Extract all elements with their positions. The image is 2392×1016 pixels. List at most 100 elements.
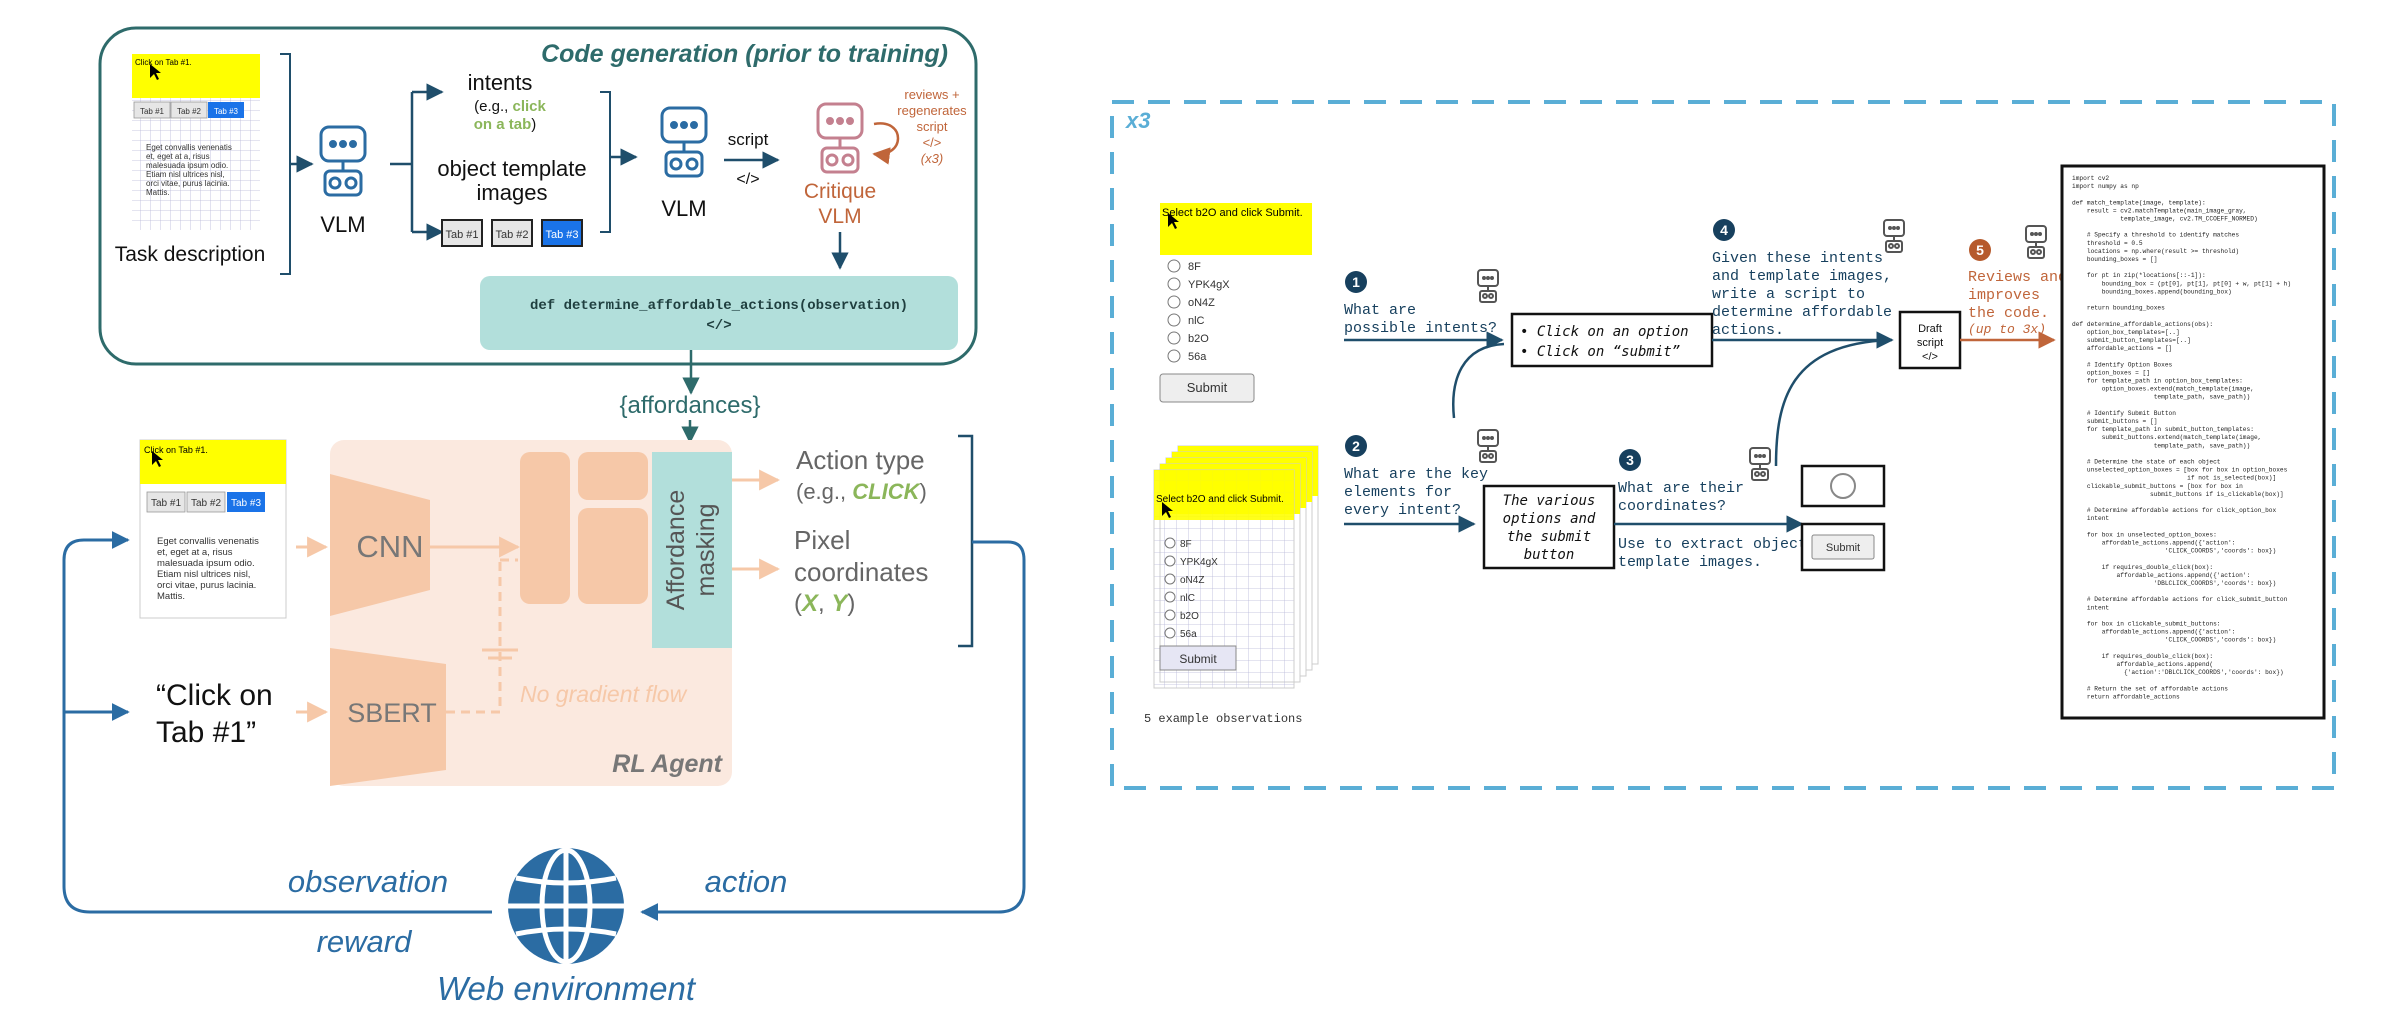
step-2-line-3: every intent? — [1344, 502, 1461, 519]
globe-icon — [508, 847, 624, 965]
code-line: affordable_actions.append({'action': — [2072, 629, 2235, 636]
step-4-line-5: actions. — [1712, 322, 1784, 339]
code-line: if requires_double_click(box): — [2072, 564, 2213, 571]
step-3-line-3: Use to extract object — [1618, 536, 1807, 553]
code-line: template_path, save_path)) — [2072, 442, 2250, 449]
top-option-4: nlC — [1188, 315, 1205, 327]
step-5-line-4: (up to 3x) — [1968, 322, 2046, 337]
step2-up-curve — [1452, 342, 1505, 419]
stack-task-label: Select b2O and click Submit. — [1156, 494, 1284, 505]
top-submit-label: Submit — [1187, 380, 1228, 395]
template-tab-2-label: Tab #2 — [495, 229, 528, 241]
code-line: # Specify a threshold to identify matche… — [2072, 232, 2239, 239]
obs-lorem-6: Mattis. — [157, 591, 185, 602]
step-1-number: 1 — [1352, 274, 1360, 290]
code-line: # Identify Submit Button — [2072, 410, 2176, 417]
top-option-6: 56a — [1188, 351, 1207, 363]
obs-lorem-5: orci vitae, purus lacinia. — [157, 580, 256, 591]
code-line: option_box_templates=[..] — [2072, 329, 2180, 336]
code-line: template_path, save_path)) — [2072, 394, 2250, 401]
step3-up-curve — [1774, 338, 1891, 467]
step-1-badge — [1345, 271, 1367, 293]
coordinates-label: coordinates — [794, 557, 928, 587]
reviews-line-1: reviews + — [904, 87, 959, 102]
task-lorem-4: Etiam nisl ultrices nisl, — [146, 170, 225, 179]
obs-tab-1: Tab #1 — [151, 498, 181, 509]
task-lorem-2: et, eget at a, risus — [146, 152, 210, 161]
script-label: script — [728, 130, 769, 149]
code-line: # Return the set of affordable actions — [2072, 685, 2228, 692]
step-1-robot-icon — [1477, 269, 1499, 303]
task-click-label: Click on Tab #1. — [135, 58, 192, 67]
task-tab-3: Tab #3 — [214, 107, 239, 116]
instruction-line-2: Tab #1” — [156, 716, 256, 749]
elements-line-3: the submit — [1507, 529, 1591, 545]
step-3-number: 3 — [1626, 452, 1634, 468]
elements-line-4: button — [1524, 547, 1575, 563]
code-line: result = cv2.matchTemplate(main_image_gr… — [2072, 207, 2247, 214]
code-line: 'DBLCLICK_COORDS','coords': box}) — [2072, 580, 2276, 587]
intent-a: • Click on an option — [1520, 324, 1689, 340]
network-block-1 — [520, 452, 570, 604]
template-radio-icon — [1830, 473, 1856, 499]
reviews-line-4: </> — [923, 135, 942, 150]
task-tab-2: Tab #2 — [177, 107, 202, 116]
intents-example-1: (e.g., click — [474, 98, 546, 115]
step-1-line-1: What are — [1344, 302, 1416, 319]
code-line: unselected_option_boxes = [box for box i… — [2072, 467, 2288, 474]
sbert-to-network-path — [446, 560, 502, 714]
code-line: {'action':'DBLCLICK_COORDS','coords': bo… — [2072, 669, 2284, 676]
code-line: def determine_affordable_actions(obs): — [2072, 321, 2213, 328]
template-tab-3 — [541, 219, 583, 247]
step-5-line-2: improves — [1968, 287, 2040, 304]
code-line: submit_buttons.extend(match_template(ima… — [2072, 434, 2261, 441]
intents-label: intents — [468, 70, 533, 95]
stack-cursor-icon — [1162, 502, 1173, 518]
code-line: for template_path in submit_button_templ… — [2072, 426, 2254, 433]
affordances-label: {affordances} — [619, 392, 760, 419]
step-5-number: 5 — [1976, 242, 1984, 258]
top-cursor-icon — [1168, 213, 1179, 229]
code-line: threshold = 0.5 — [2072, 240, 2143, 247]
function-signature: def determine_affordable_actions(observa… — [530, 298, 908, 314]
cnn-block — [330, 474, 430, 616]
example-observations-stack: Select b2O and click Submit. 8F YPK4gX o… — [1153, 445, 1319, 689]
step-2-badge — [1345, 435, 1367, 457]
vlm-label-1: VLM — [320, 212, 365, 237]
intents-example-2: on a tab) — [474, 116, 537, 133]
vlm-branch — [390, 92, 414, 232]
obs-tab-2: Tab #2 — [191, 498, 221, 509]
step-3-line-2: coordinates? — [1618, 498, 1726, 515]
observation-label: observation — [288, 864, 448, 899]
code-listing-box — [2060, 164, 2326, 720]
no-gradient-label: No gradient flow — [520, 681, 688, 707]
template-tab-3-label: Tab #3 — [545, 229, 578, 241]
critique-label: Critique — [804, 180, 876, 203]
draft-line-2: script — [1917, 337, 1943, 349]
code-line: affordable_actions.append({'action': — [2072, 540, 2235, 547]
function-code-label: </> — [706, 318, 731, 334]
code-line: affordable_actions.append({'action': — [2072, 572, 2250, 579]
top-option-3: oN4Z — [1188, 297, 1215, 309]
elements-line-1: The various — [1503, 493, 1596, 509]
code-line: submit_buttons if is_clickable(box)] — [2072, 491, 2284, 498]
template-submit-label: Submit — [1826, 542, 1860, 554]
critique-robot-icon — [816, 102, 864, 174]
step-3-badge — [1619, 449, 1641, 471]
affordance-masking-label-1: Affordance — [662, 490, 690, 610]
x3-label: x3 — [1125, 108, 1150, 133]
network-block-2 — [578, 452, 648, 500]
stack-option-3: oN4Z — [1180, 575, 1204, 586]
step-4-line-3: write a script to — [1712, 286, 1865, 303]
action-loop-path — [640, 540, 1026, 921]
code-line: bounding_boxes = [] — [2072, 256, 2157, 263]
vlm-label-2: VLM — [661, 196, 706, 221]
code-line: 'CLICK_COORDS','coords': box}) — [2072, 637, 2276, 644]
code-line: # Determine affordable actions for click… — [2072, 507, 2277, 514]
top-task-label: Select b2O and click Submit. — [1162, 207, 1303, 219]
step-3-robot-icon — [1749, 447, 1771, 481]
elements-line-2: options and — [1503, 511, 1596, 527]
draft-line-3: </> — [1922, 351, 1938, 363]
draft-line-1: Draft — [1918, 323, 1942, 335]
